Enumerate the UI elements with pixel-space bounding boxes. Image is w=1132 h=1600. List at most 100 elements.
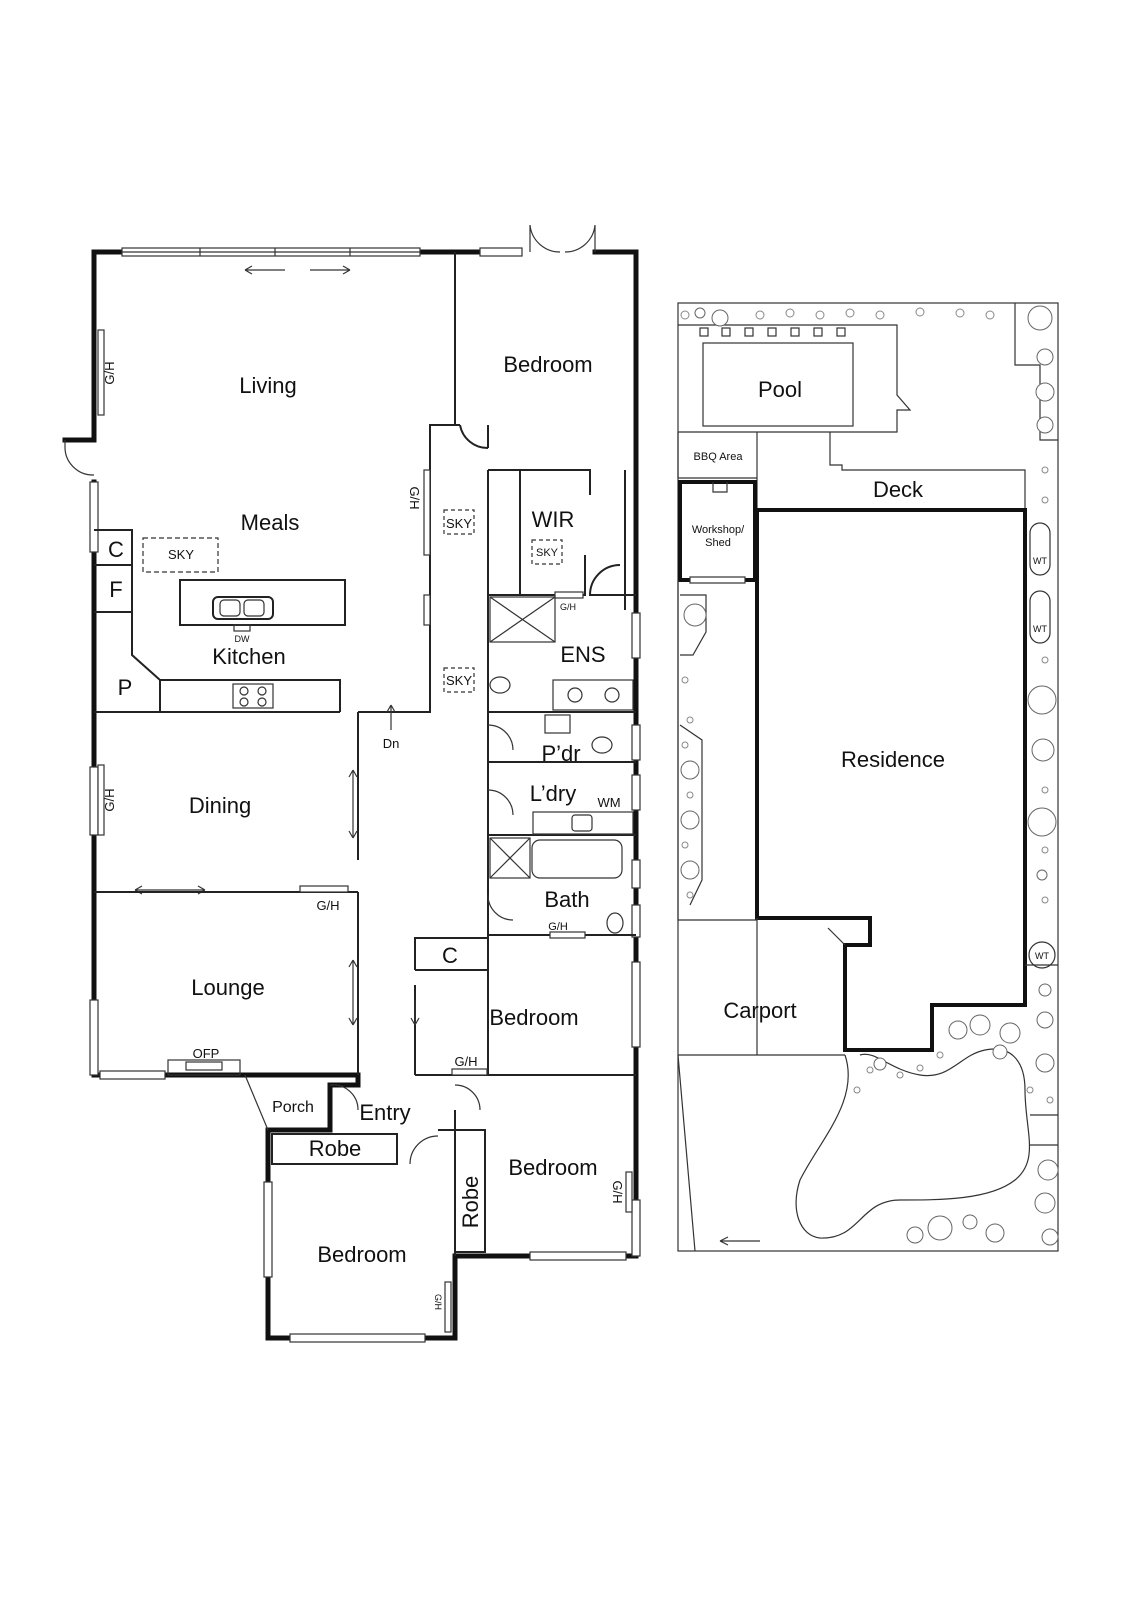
room-label-ens: ENS (560, 642, 605, 667)
room-label-robe-side: Robe (458, 1176, 483, 1229)
label-gh-dining: G/H (102, 788, 117, 811)
vanity-ens (552, 679, 634, 711)
label-gh-lounge: G/H (316, 898, 339, 913)
toilet-ens (489, 676, 511, 694)
label-ofp: OFP (193, 1046, 220, 1061)
exterior-wall (422, 1253, 533, 1341)
room-label-wir: WIR (532, 507, 575, 532)
room-label-lounge: Lounge (191, 975, 264, 1000)
window-pdr (631, 724, 641, 761)
room-label-meals: Meals (241, 510, 300, 535)
label-sky-hall2: SKY (446, 673, 472, 688)
label-dn: Dn (383, 736, 400, 751)
pool (702, 342, 854, 427)
room-label-bedroom-mid: Bedroom (489, 1005, 578, 1030)
toilet-pdr (591, 736, 613, 754)
gas-heater-bedroom-mid (451, 1068, 488, 1076)
site-label-residence: Residence (841, 747, 945, 772)
window-meals (89, 481, 99, 553)
site-label-wt-2: WT (1033, 624, 1047, 634)
bench-ldry (532, 811, 634, 835)
window-bedroom (479, 247, 523, 257)
label-cupboard-hall: C (442, 943, 458, 968)
room-label-powder: P’dr (541, 741, 580, 766)
room-label-bedroom-front: Bedroom (317, 1242, 406, 1267)
label-gh-living: G/H (102, 361, 117, 384)
site-label-carport: Carport (723, 998, 796, 1023)
skylight-hall2 (443, 667, 475, 693)
site-label-workshop-1: Workshop/ (692, 524, 745, 536)
water-tank-2 (1029, 590, 1051, 644)
residence-outline (755, 508, 1027, 1052)
room-label-kitchen: Kitchen (212, 644, 285, 669)
site-plan (677, 302, 1059, 1252)
site-label-wt-3: WT (1035, 951, 1049, 961)
room-label-bedroom-master: Bedroom (503, 352, 592, 377)
open-fireplace (167, 1059, 241, 1076)
label-gh-bedroom-mid: G/H (454, 1054, 477, 1069)
label-gh-meals: G/H (407, 486, 422, 509)
lawn-area (795, 1048, 1031, 1239)
window-dining (89, 766, 99, 836)
site-label-wt-1: WT (1033, 556, 1047, 566)
gas-heater-meals (423, 469, 431, 556)
room-label-dining: Dining (189, 793, 251, 818)
gas-heater-bedroom-rear (625, 1171, 633, 1213)
bathtub (531, 839, 623, 879)
exterior-wall (265, 1077, 361, 1341)
room-label-porch: Porch (272, 1099, 314, 1116)
kitchen-island (179, 579, 346, 626)
dishwasher-icon (233, 624, 251, 632)
exterior-wall (592, 249, 639, 1259)
cooktop-icon (232, 683, 274, 709)
window-lounge-front (99, 1070, 166, 1080)
label-gh-bedroom-rear: G/H (610, 1180, 625, 1203)
site-label-deck: Deck (873, 477, 924, 502)
label-gh-bath: G/H (548, 921, 568, 933)
window-bedroom-front-side (263, 1181, 273, 1278)
room-label-laundry: L’dry (530, 781, 576, 806)
house-floor-plan (62, 224, 641, 1343)
label-gh-ens: G/H (560, 602, 576, 612)
label-sky-wir: SKY (536, 547, 559, 559)
water-tank-3 (1028, 941, 1056, 969)
window-lounge (89, 999, 99, 1076)
garden-trees (680, 305, 1059, 1246)
room-label-living: Living (239, 373, 296, 398)
water-tank-1 (1029, 522, 1051, 576)
window-ldry (631, 774, 641, 811)
kitchen-sink-icon (212, 596, 274, 620)
exterior-wall (62, 249, 125, 443)
pool-steps (699, 327, 846, 337)
site-label-pool: Pool (758, 377, 802, 402)
window-bedroom-rear (631, 1199, 641, 1257)
window-bath2 (631, 904, 641, 938)
garden-shrubs (680, 307, 1054, 1104)
gas-heater-ens (554, 591, 584, 599)
gas-heater-bedroom-front (444, 1281, 452, 1333)
skylight-wir (531, 539, 563, 565)
label-gh-bedroom-front: G/H (433, 1294, 443, 1310)
toilet-bath (606, 912, 624, 934)
site-label-bbq: BBQ Area (694, 451, 744, 463)
skylight-hall (443, 509, 475, 535)
shower-bath (489, 837, 531, 879)
room-label-entry: Entry (359, 1100, 410, 1125)
french-door (529, 224, 596, 253)
side-door (64, 440, 95, 476)
room-label-robe-front: Robe (309, 1136, 362, 1161)
gas-heater-lounge (299, 885, 349, 893)
label-sky-hall: SKY (446, 516, 472, 531)
label-pantry: P (118, 675, 133, 700)
room-label-bedroom-rear: Bedroom (508, 1155, 597, 1180)
gas-heater-dining (97, 764, 105, 836)
label-wm: WM (597, 795, 620, 810)
gas-heater-living (97, 329, 105, 416)
window-bath (631, 859, 641, 889)
basin-pdr (544, 714, 571, 734)
shower-ens (489, 596, 556, 643)
robe-front-unit (271, 1133, 398, 1165)
window-bedroom-mid (631, 961, 641, 1048)
site-boundary (677, 302, 1059, 1252)
